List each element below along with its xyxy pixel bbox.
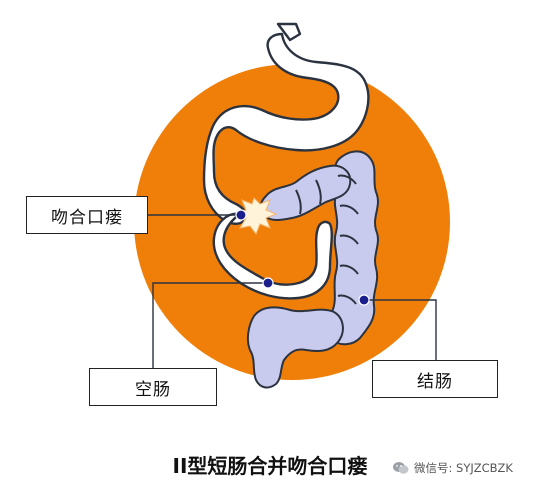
leader-line-colon <box>364 299 437 360</box>
label-anastomotic-fistula-text: 吻合口瘘 <box>51 207 123 228</box>
anastomosis-points <box>235 209 370 306</box>
label-jejunum-text: 空肠 <box>135 379 171 400</box>
watermark-text: 微信号: SYJZCBZK <box>414 461 513 475</box>
label-colon-text: 结肠 <box>417 371 453 392</box>
label-anastomotic-fistula: 吻合口瘘 <box>26 196 148 234</box>
dot-fistula <box>235 209 247 221</box>
leak-burst <box>234 197 278 236</box>
watermark: 微信号: SYJZCBZK <box>392 458 513 478</box>
wechat-icon <box>393 462 409 474</box>
leader-line-jejunum <box>152 282 268 368</box>
label-jejunum: 空肠 <box>89 368 217 406</box>
dot-jejunum <box>262 277 274 289</box>
leader-lines <box>148 214 437 368</box>
dot-colon <box>358 294 370 306</box>
stomach-and-small-intestine <box>202 22 370 300</box>
figure-caption: II型短肠合并吻合口瘘 <box>172 454 368 478</box>
label-colon: 结肠 <box>372 360 498 398</box>
